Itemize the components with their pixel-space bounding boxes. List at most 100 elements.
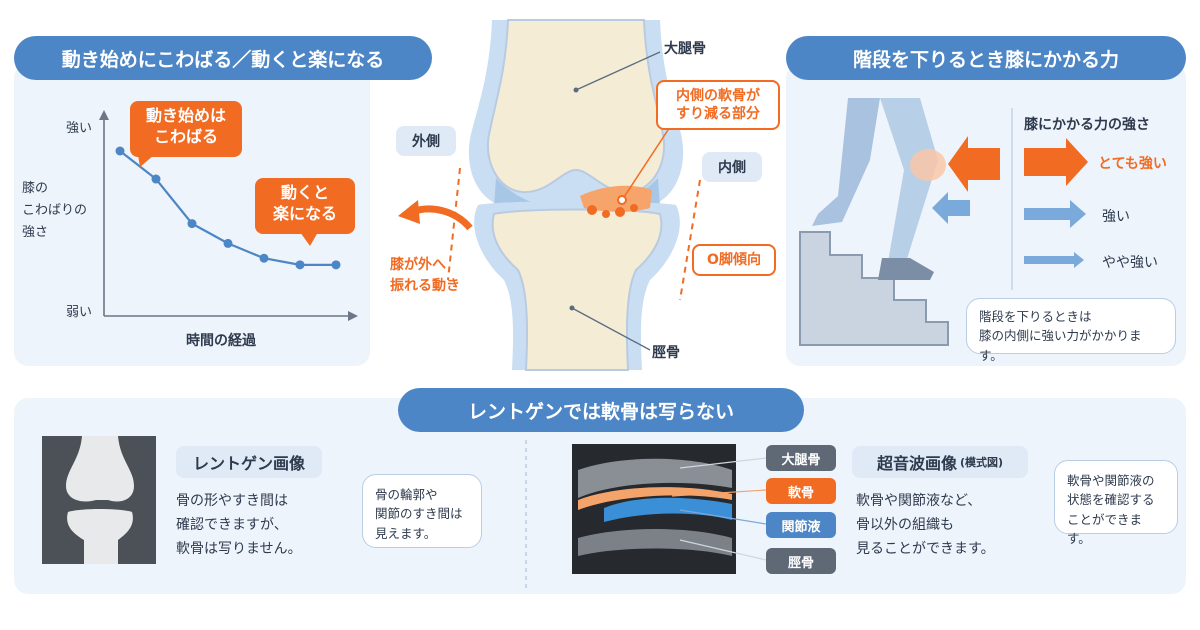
callout-start-line-1: 動き始めは — [145, 106, 226, 125]
xray-tibia — [67, 509, 133, 564]
legend-arrow-strong — [1024, 200, 1086, 228]
wear-callout: 内側の軟骨が すり減る部分 — [656, 80, 780, 130]
callout-move-line-1: 動くと — [280, 183, 329, 202]
us-title-note: (模式図) — [959, 456, 1004, 469]
stiffness-point-4 — [259, 253, 269, 263]
xray-text-line-2: 確認できますが、 — [176, 516, 288, 533]
back-leg — [812, 98, 880, 226]
legend-arrow-moderate — [1024, 252, 1084, 268]
xray-text-line-3: 軟骨は写りません。 — [176, 540, 302, 557]
stiffness-point-5 — [295, 260, 305, 270]
front-leg — [880, 98, 938, 262]
us-bubble-line-2: 状態を確認する — [1067, 492, 1155, 508]
femur-label: 大腿骨 — [664, 41, 706, 57]
us-leader-femur — [679, 457, 767, 469]
us-label-cartilage: 軟骨 — [766, 478, 836, 504]
worn-spot-2 — [602, 210, 610, 218]
ultrasound-tibia — [578, 529, 732, 556]
shoe — [878, 258, 934, 280]
xray-bubble-line-3: 見えます。 — [375, 525, 437, 541]
us-text-line-1: 軟骨や関節液など、 — [856, 493, 982, 509]
wear-leader-line — [623, 129, 669, 198]
us-text-line-3: 見ることができます。 — [856, 540, 995, 557]
us-bubble: 軟骨や関節液の 状態を確認する ことができます。 — [1054, 460, 1178, 546]
us-leader-cartilage — [671, 489, 767, 497]
legend-arrow-strong-very — [1024, 138, 1088, 186]
worn-spot-3 — [615, 207, 625, 217]
stiffness-point-6 — [331, 260, 341, 270]
ultrasound-cartilage — [578, 487, 732, 510]
stiffness-point-1 — [151, 174, 161, 184]
x-axis-arrow — [348, 311, 358, 321]
ultrasound-fluid — [604, 497, 732, 522]
sway-text: 膝が外へ 振れる動き — [390, 255, 460, 297]
xray-bubble-line-1: 骨の輪郭や — [375, 487, 438, 502]
sway-text-line-1: 膝が外へ — [390, 257, 446, 273]
stairs — [799, 231, 949, 346]
worn-spot-1 — [587, 205, 597, 215]
callout-start-stiff: 動き始めは こわばる — [130, 101, 242, 157]
y-axis-bottom-label: 弱い — [66, 305, 93, 320]
y-axis-label-1: 膝の — [22, 181, 49, 196]
us-label-tibia: 脛骨 — [766, 548, 836, 574]
imaging-panel-title: レントゲンでは軟骨は写らない — [398, 388, 804, 432]
us-text: 軟骨や関節液など、 骨以外の組織も 見ることができます。 — [856, 490, 995, 561]
small-force-arrow — [932, 192, 970, 224]
force-level-strong: 強い — [1102, 209, 1130, 225]
callout-start-pointer — [138, 155, 154, 167]
xray-text-line-1: 骨の形やすき間は — [176, 493, 288, 509]
tibia-leader-line — [571, 307, 651, 351]
stairs-panel-title: 階段を下りるとき膝にかかる力 — [786, 36, 1186, 80]
xray-bubble-line-2: 関節のすき間は — [375, 506, 463, 522]
force-legend-title: 膝にかかる力の強さ — [1024, 117, 1150, 133]
force-level-moderate: やや強い — [1102, 255, 1158, 271]
y-axis-label-3: 強さ — [22, 225, 49, 240]
outer-side-label: 外側 — [396, 126, 456, 156]
stairs-note-line-1: 階段を下りるときは — [979, 309, 1092, 324]
tibia-label: 脛骨 — [652, 345, 680, 361]
us-text-line-2: 骨以外の組織も — [856, 516, 954, 533]
us-label-fluid: 関節液 — [766, 512, 836, 538]
big-force-arrow — [948, 136, 1000, 192]
us-title: 超音波画像 (模式図) — [852, 446, 1028, 478]
wear-callout-line-2: すり減る部分 — [676, 106, 760, 123]
y-axis-arrow — [99, 110, 109, 120]
xray-femur — [66, 436, 134, 502]
callout-move-easy: 動くと 楽になる — [255, 178, 355, 234]
us-title-main: 超音波画像 — [876, 454, 957, 473]
stiffness-panel-title: 動き始めにこわばる／動くと楽になる — [14, 36, 432, 80]
y-axis-label-2: こわばりの — [22, 203, 88, 218]
x-axis-label: 時間の経過 — [186, 333, 256, 349]
callout-move-pointer — [300, 232, 318, 246]
us-leader-tibia — [679, 539, 767, 561]
xray-bubble: 骨の輪郭や 関節のすき間は 見えます。 — [362, 474, 482, 548]
sway-text-line-2: 振れる動き — [390, 278, 460, 294]
knee-highlight — [910, 149, 946, 181]
inner-side-label: 内側 — [702, 152, 762, 182]
stiffness-point-2 — [187, 219, 197, 229]
us-bubble-line-1: 軟骨や関節液の — [1067, 473, 1155, 488]
us-bubble-line-3: ことができます。 — [1067, 511, 1143, 547]
stairs-note: 階段を下りるときは 膝の内側に強い力がかかります。 — [966, 298, 1176, 363]
force-level-very-strong: とても強い — [1098, 156, 1167, 172]
femur-leader-dot — [573, 87, 579, 93]
outer-dashed-line — [447, 167, 461, 281]
femur-leader-line — [575, 51, 661, 91]
xray-title: レントゲン画像 — [176, 446, 322, 478]
worn-spot-4 — [630, 204, 638, 212]
inner-dashed-line — [679, 179, 701, 301]
tibia-leader-dot — [569, 305, 575, 311]
callout-move-line-2: 楽になる — [272, 203, 337, 223]
ultrasound-femur — [578, 458, 732, 498]
stiffness-point-0 — [115, 146, 125, 156]
wear-target-dot — [617, 195, 627, 205]
us-label-femur: 大腿骨 — [766, 445, 836, 471]
y-axis-top-label: 強い — [66, 121, 93, 136]
bowleg-callout: O脚傾向 — [692, 244, 776, 276]
stairs-note-line-2: 膝の内側に強い力がかかります。 — [979, 328, 1142, 363]
wear-callout-line-1: 内側の軟骨が — [676, 88, 760, 104]
